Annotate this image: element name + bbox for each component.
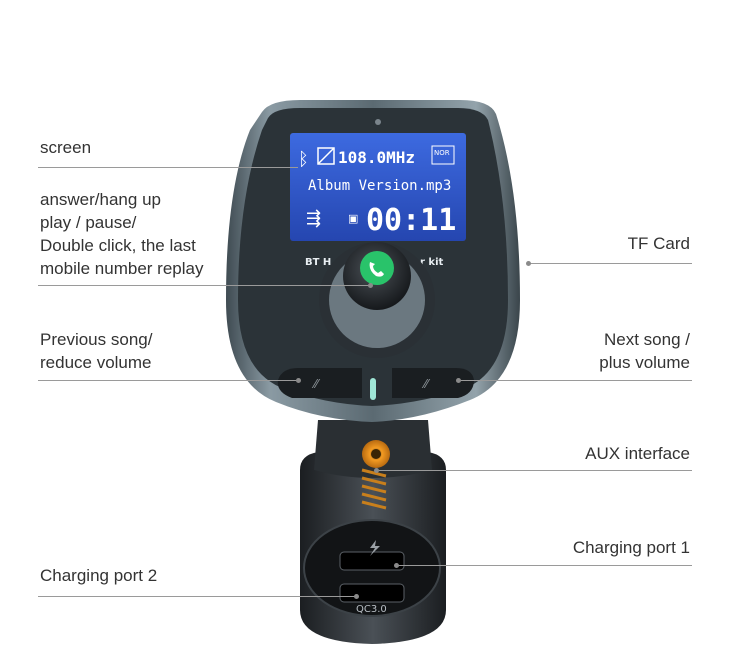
leader-dot-port-2 (354, 594, 359, 599)
leader-line-answer (38, 285, 370, 286)
label-next-song: Next song / plus volume (599, 330, 690, 372)
spring (361, 468, 387, 510)
next-button (392, 368, 474, 398)
leader-dot-tf-card (526, 261, 531, 266)
answer-button (360, 251, 394, 285)
next-icon: ⁄⁄ (421, 377, 431, 391)
qc-port-label: QC3.0 (356, 604, 387, 615)
leader-line-screen (38, 167, 298, 168)
usb-port-2 (339, 583, 405, 603)
leader-line-previous (38, 380, 300, 381)
usb-port-1 (339, 551, 405, 571)
phone-icon (369, 262, 384, 277)
lcd-frequency: 108.0MHz (338, 148, 415, 167)
leader-line-port-2 (38, 596, 356, 597)
center-led (370, 378, 376, 400)
leader-line-tf-card (530, 263, 692, 264)
bluetooth-icon: ᛒ (298, 149, 309, 170)
leader-dot-next (456, 378, 461, 383)
label-tf-card: TF Card (627, 234, 690, 253)
prev-icon: ⁄⁄ (311, 377, 321, 391)
leader-line-aux (378, 470, 692, 471)
leader-dot-previous (296, 378, 301, 383)
usb-icon: ⇶ (306, 208, 321, 229)
leader-line-port-1 (398, 565, 692, 566)
prev-button (277, 368, 362, 398)
label-charging-port-1: Charging port 1 (572, 538, 690, 557)
lcd-track-name: Album Version.mp3 (308, 178, 451, 194)
panel-text-right: r kit (420, 257, 443, 268)
no-signal-icon (317, 147, 335, 165)
label-previous-song: Previous song/ reduce volume (40, 330, 153, 372)
panel-text-left: BT H (305, 257, 331, 268)
lightning-icon (370, 540, 380, 556)
label-charging-port-2: Charging port 2 (40, 566, 158, 585)
label-aux-interface: AUX interface (585, 444, 690, 463)
leader-dot-answer (368, 283, 373, 288)
card-icon: ▣ (348, 212, 358, 225)
leader-dot-aux (374, 468, 379, 473)
label-answer-button: answer/hang up play / pause/ Double clic… (40, 190, 204, 278)
leader-line-next (460, 380, 692, 381)
label-screen: screen (40, 138, 92, 157)
eq-badge (431, 145, 455, 165)
microphone-icon (375, 119, 381, 125)
eq-badge-text: NOR (434, 149, 450, 157)
leader-dot-port-1 (394, 563, 399, 568)
lcd-time: 00:11 (366, 203, 456, 238)
